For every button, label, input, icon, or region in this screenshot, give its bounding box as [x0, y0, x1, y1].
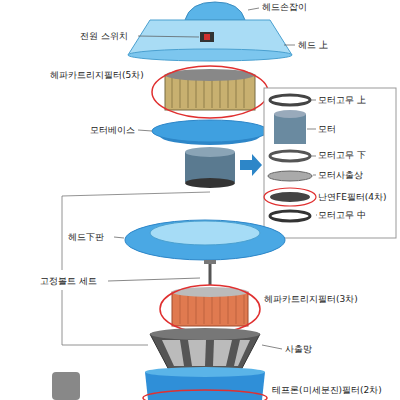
- plate-center: [150, 221, 260, 245]
- motor-bottom: [185, 178, 235, 188]
- hepa-filter: [172, 292, 248, 326]
- motor: [274, 114, 306, 144]
- basket-rim: [150, 328, 260, 340]
- part-label: 헤드下판: [68, 232, 104, 243]
- highlight-ring: [143, 390, 267, 400]
- part-label: 모터베이스: [90, 125, 135, 136]
- motor-top: [274, 110, 306, 118]
- motor-base: [152, 120, 268, 142]
- part-label: 테프론(미세분진)필터(2차): [272, 385, 382, 396]
- block-arrow: [240, 154, 262, 176]
- filter-pleats: [180, 295, 244, 324]
- lid-rim: [128, 49, 292, 61]
- part-label: 전원 스위치: [80, 31, 128, 42]
- part-label: 헤드손잡이: [262, 2, 307, 13]
- power-switch: [200, 32, 214, 42]
- switch-button: [204, 34, 210, 40]
- part-label: 모터고무 中: [318, 210, 366, 221]
- inset-frame: [264, 88, 396, 238]
- highlight-ring: [160, 285, 260, 333]
- part-label: 모터고무 下: [318, 150, 366, 161]
- lower-plate: [125, 220, 285, 260]
- filter-rim: [145, 367, 265, 377]
- part-label: 모터: [318, 124, 336, 135]
- filter-pleats: [172, 78, 244, 108]
- rubber-ring: [270, 211, 310, 221]
- basket-windows: [162, 340, 250, 366]
- fixing-bolt: [209, 262, 212, 285]
- guide-line: [62, 290, 148, 345]
- highlight-ring: [152, 66, 268, 118]
- leader-line: [108, 278, 200, 281]
- part-label: 난연FE필터(4차): [318, 192, 387, 203]
- motor-top: [185, 147, 235, 157]
- leader-line: [262, 345, 282, 349]
- motor-ring: [268, 171, 312, 181]
- part-label: 고정볼트 세트: [40, 276, 97, 287]
- hose-part: [52, 372, 80, 400]
- rubber-ring: [270, 95, 310, 105]
- leader-line: [114, 237, 124, 238]
- fe-filter: [270, 192, 310, 202]
- part-label: 헤드 上: [298, 40, 328, 51]
- leader-line: [138, 36, 199, 37]
- part-label: 헤파카트리지필터(3차): [264, 294, 358, 305]
- leader-line: [284, 45, 295, 46]
- rubber-ring: [270, 151, 310, 161]
- highlight-ring: [264, 188, 316, 206]
- part-label: 모터고무 上: [318, 95, 366, 106]
- leader-line: [248, 8, 259, 10]
- leader-line: [138, 130, 152, 131]
- leader-lines: [307, 100, 317, 215]
- part-label: 헤파카트리지필터(5차): [50, 70, 144, 81]
- head-handle: [185, 2, 245, 20]
- part-label: 모터사출상: [318, 170, 363, 181]
- bolt-head: [204, 260, 216, 264]
- part-label: 사출망: [285, 344, 312, 355]
